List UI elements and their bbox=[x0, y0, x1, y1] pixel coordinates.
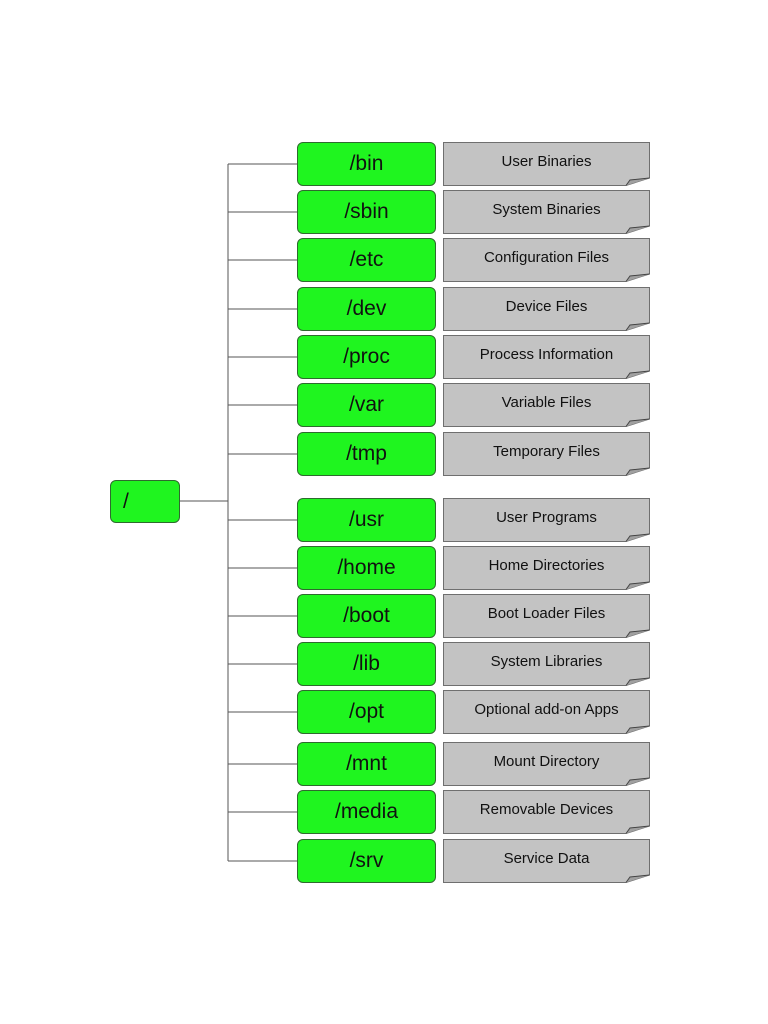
description-note-etc: Configuration Files bbox=[443, 238, 650, 282]
directory-label: /dev bbox=[346, 297, 387, 320]
note-shape bbox=[443, 432, 650, 476]
directory-node-bin: /bin bbox=[297, 142, 436, 186]
directory-node-srv: /srv bbox=[297, 839, 436, 883]
directory-label: /home bbox=[337, 556, 396, 579]
description-label: Mount Directory bbox=[493, 753, 600, 770]
note-shape bbox=[443, 238, 650, 282]
directory-node-home: /home bbox=[297, 546, 436, 590]
directory-node-etc: /etc bbox=[297, 238, 436, 282]
description-label: System Libraries bbox=[490, 653, 603, 670]
directory-label: /boot bbox=[343, 604, 390, 627]
directory-label: /srv bbox=[349, 849, 384, 872]
note-shape bbox=[443, 742, 650, 786]
note-shape bbox=[443, 790, 650, 834]
directory-label: /tmp bbox=[346, 442, 387, 465]
root-directory-node: / bbox=[110, 480, 180, 523]
description-label: Process Information bbox=[479, 346, 614, 363]
directory-label: /bin bbox=[349, 152, 384, 175]
directory-label: /mnt bbox=[346, 752, 387, 775]
directory-node-var: /var bbox=[297, 383, 436, 427]
description-note-opt: Optional add-on Apps bbox=[443, 690, 650, 734]
directory-label: /var bbox=[348, 393, 384, 416]
note-shape bbox=[443, 546, 650, 590]
description-label: User Programs bbox=[496, 509, 597, 526]
description-label: User Binaries bbox=[501, 153, 592, 170]
note-shape bbox=[443, 839, 650, 883]
description-note-boot: Boot Loader Files bbox=[443, 594, 650, 638]
directory-label: /etc bbox=[349, 248, 384, 271]
description-label: Device Files bbox=[505, 298, 588, 315]
description-label: Boot Loader Files bbox=[487, 605, 606, 622]
note-shape bbox=[443, 690, 650, 734]
description-label: Home Directories bbox=[488, 557, 605, 574]
description-note-proc: Process Information bbox=[443, 335, 650, 379]
directory-node-opt: /opt bbox=[297, 690, 436, 734]
directory-node-lib: /lib bbox=[297, 642, 436, 686]
directory-node-proc: /proc bbox=[297, 335, 436, 379]
note-shape bbox=[443, 190, 650, 234]
note-shape bbox=[443, 287, 650, 331]
description-note-tmp: Temporary Files bbox=[443, 432, 650, 476]
description-note-usr: User Programs bbox=[443, 498, 650, 542]
directory-label: /media bbox=[334, 800, 399, 823]
directory-node-tmp: /tmp bbox=[297, 432, 436, 476]
description-label: Configuration Files bbox=[483, 249, 610, 266]
directory-node-usr: /usr bbox=[297, 498, 436, 542]
directory-label: /usr bbox=[348, 508, 384, 531]
directory-label: /sbin bbox=[344, 200, 389, 223]
description-note-media: Removable Devices bbox=[443, 790, 650, 834]
description-note-srv: Service Data bbox=[443, 839, 650, 883]
note-shape bbox=[443, 498, 650, 542]
description-note-sbin: System Binaries bbox=[443, 190, 650, 234]
directory-node-media: /media bbox=[297, 790, 436, 834]
directory-node-dev: /dev bbox=[297, 287, 436, 331]
description-note-bin: User Binaries bbox=[443, 142, 650, 186]
directory-node-mnt: /mnt bbox=[297, 742, 436, 786]
note-shape bbox=[443, 142, 650, 186]
description-label: Optional add-on Apps bbox=[474, 701, 619, 718]
description-label: Temporary Files bbox=[493, 443, 600, 460]
description-label: Removable Devices bbox=[479, 801, 614, 818]
note-shape bbox=[443, 642, 650, 686]
description-note-home: Home Directories bbox=[443, 546, 650, 590]
directory-label: /proc bbox=[343, 345, 390, 368]
root-directory-label: / bbox=[123, 490, 129, 513]
description-note-var: Variable Files bbox=[443, 383, 650, 427]
directory-node-sbin: /sbin bbox=[297, 190, 436, 234]
description-label: System Binaries bbox=[492, 201, 601, 218]
description-label: Service Data bbox=[503, 850, 590, 867]
description-label: Variable Files bbox=[501, 394, 592, 411]
description-note-dev: Device Files bbox=[443, 287, 650, 331]
note-shape bbox=[443, 594, 650, 638]
description-note-mnt: Mount Directory bbox=[443, 742, 650, 786]
directory-node-boot: /boot bbox=[297, 594, 436, 638]
description-note-lib: System Libraries bbox=[443, 642, 650, 686]
directory-label: /lib bbox=[353, 652, 380, 675]
directory-label: /opt bbox=[348, 700, 385, 723]
note-shape bbox=[443, 383, 650, 427]
note-shape bbox=[443, 335, 650, 379]
